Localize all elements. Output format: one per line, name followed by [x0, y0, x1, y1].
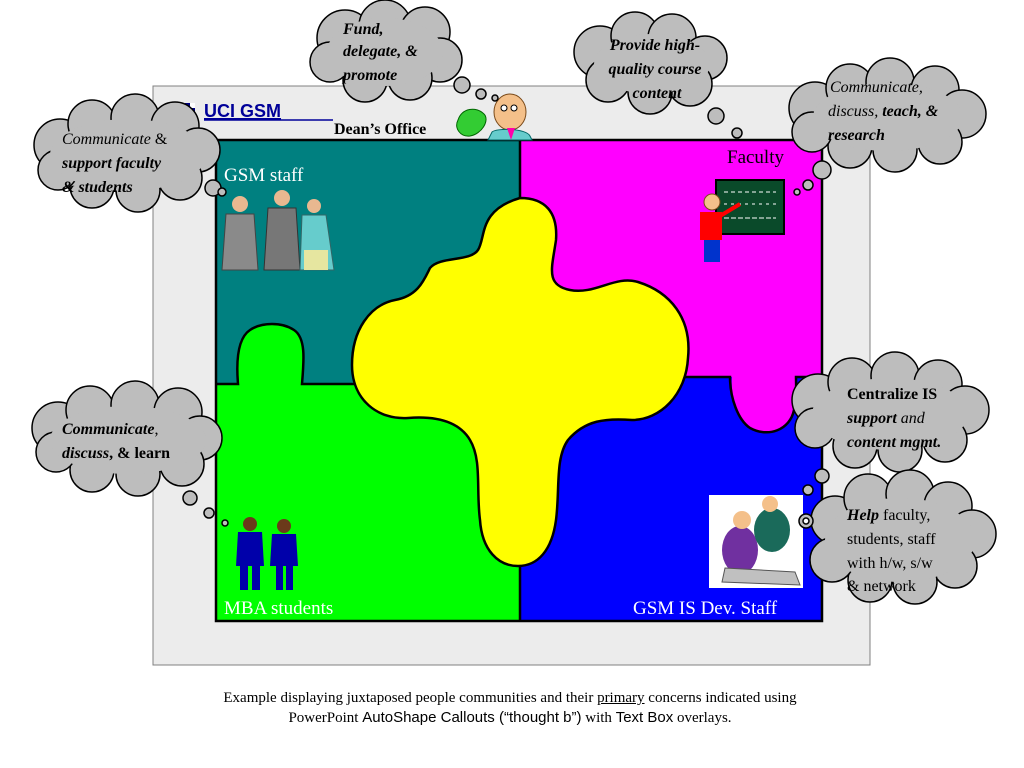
label-mba-students: MBA students	[224, 598, 333, 619]
cloud-students-text: Communicate, discuss, & learn	[62, 421, 170, 462]
label-is-dev-staff: GSM IS Dev. Staff	[633, 598, 778, 619]
center-piece	[350, 196, 690, 568]
thought-cloud-dean	[309, 0, 499, 103]
thought-cloud-staff	[33, 93, 227, 213]
cloud-course-text: Provide high- quality course content	[609, 37, 706, 102]
cloud-help-text: Help faculty, students, staff with h/w, …	[846, 507, 940, 595]
cloud-dean-text: Fund, delegate, & promote	[341, 21, 422, 84]
mba-students-icon	[236, 517, 298, 590]
cloud-centralize-text: Centralize IS support and content mgmt.	[846, 386, 941, 451]
tab-green-into-teal	[236, 324, 305, 386]
faculty-teacher-icon	[700, 179, 785, 262]
deans-office-label: Dean’s Office	[334, 121, 426, 138]
label-gsm-staff: GSM staff	[224, 165, 304, 186]
thought-cloud-faculty	[788, 57, 987, 196]
thought-cloud-students	[31, 380, 229, 527]
is-dev-staff-image	[709, 495, 803, 588]
dean-figure-icon	[456, 93, 533, 141]
cloud-staff-text: Communicate & support faculty & students	[61, 131, 171, 196]
label-faculty: Faculty	[727, 147, 784, 168]
tab-teal-edge	[216, 322, 520, 386]
caption-line-1: Example displaying juxtaposed people com…	[223, 690, 797, 706]
cloud-faculty-text: Communicate, discuss, teach, & research	[828, 79, 942, 144]
thought-cloud-course	[573, 11, 743, 139]
figure-caption: Example displaying juxtaposed people com…	[110, 688, 910, 728]
tab-magenta-into-blue	[731, 375, 797, 433]
gsm-staff-people-icon	[221, 190, 335, 271]
thought-cloud-help	[798, 469, 997, 605]
caption-line-2: PowerPoint AutoShape Callouts (“thought …	[288, 709, 732, 726]
logo-text: UCI GSM	[204, 101, 281, 121]
thought-cloud-centralize	[791, 351, 990, 496]
